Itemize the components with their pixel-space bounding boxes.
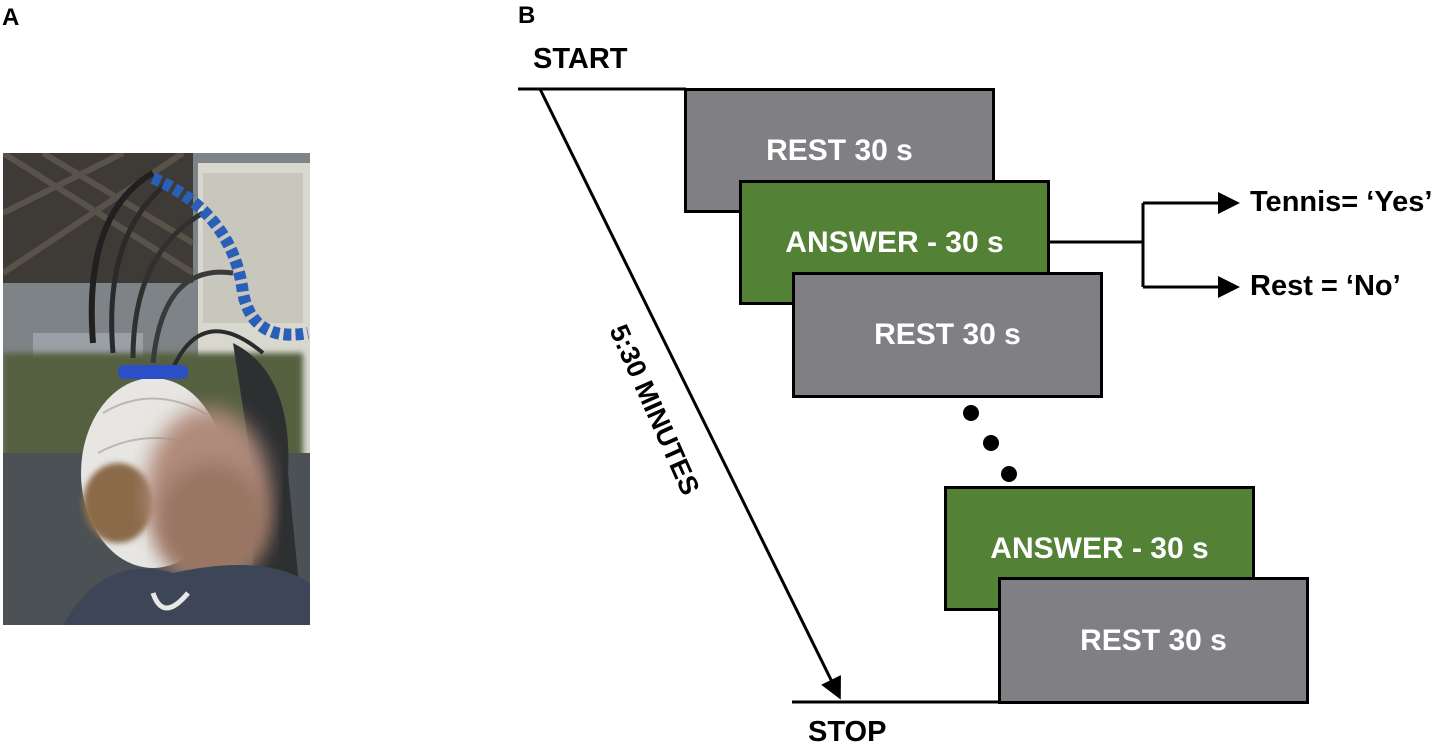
- ellipsis-dot-3: [1001, 466, 1017, 482]
- panel-label-b: B: [518, 2, 536, 29]
- panel-label-a: A: [2, 4, 20, 31]
- answer-no-label: Rest = ‘No’: [1250, 270, 1401, 302]
- ellipsis-dot-2: [983, 435, 999, 451]
- answer-yes-label: Tennis= ‘Yes’: [1250, 186, 1433, 218]
- stop-label: STOP: [808, 716, 887, 748]
- rest-block-2: REST 30 s: [792, 272, 1103, 398]
- eeg-cap-photo-icon: [3, 153, 310, 625]
- duration-arrow: [538, 88, 841, 700]
- ellipsis-dot-1: [963, 405, 979, 421]
- start-label: START: [533, 43, 628, 75]
- rest-block-3: REST 30 s: [998, 577, 1309, 704]
